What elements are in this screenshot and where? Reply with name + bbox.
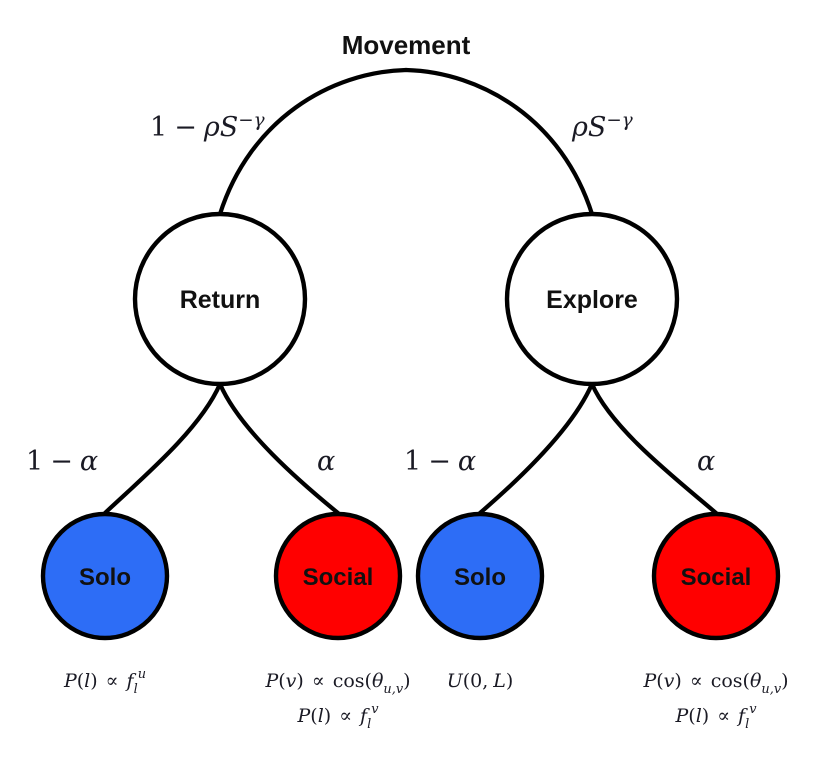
link-movement-to-return [217,67,409,217]
edge-prob-return-social: α [317,446,335,477]
leaf-formula-explore-solo: U(0,L) [447,670,514,692]
leaf-formula-explore-social-line2: P(l)∝flv [674,702,757,732]
edge-prob-explore-solo: 1−α [404,446,476,477]
leaf-node-explore-solo-label: Solo [454,564,506,591]
edge-prob-return-solo: 1−α [26,446,98,477]
branch-node-explore-label: Explore [546,286,638,314]
link-movement-to-explore [403,67,595,217]
edge-prob-explore-social: α [697,446,715,477]
edge-prob-return: 1−ρS−γ [150,110,265,143]
leaf-node-return-solo-label: Solo [79,564,131,591]
leaf-node-return-solo-circle[interactable] [40,511,170,641]
leaf-formula-return-social-line2: P(l)∝flv [296,702,379,732]
leaf-formula-return-social-line1: P(v)∝cos(θu,v) [264,670,410,697]
root-node-movement: Movement [342,30,471,60]
branch-node-return-label: Return [180,286,261,314]
leaf-formula-return-solo: P(l)∝flu [63,667,146,697]
link-return-to-social [217,381,341,516]
link-return-to-solo [102,381,223,516]
branch-node-explore-circle[interactable] [504,211,680,387]
edge-prob-explore: ρS−γ [571,110,633,143]
leaf-node-explore-social-circle[interactable] [651,511,781,641]
link-explore-to-solo [477,381,595,516]
leaf-node-explore-social-label: Social [681,564,752,591]
link-explore-to-social [589,381,719,516]
leaf-node-return-social-label: Social [303,564,374,591]
leaf-node-return-social-circle[interactable] [273,511,403,641]
leaf-node-explore-solo-circle[interactable] [415,511,545,641]
leaf-formula-explore-social-line1: P(v)∝cos(θu,v) [642,670,788,697]
branch-node-return-circle[interactable] [132,211,308,387]
